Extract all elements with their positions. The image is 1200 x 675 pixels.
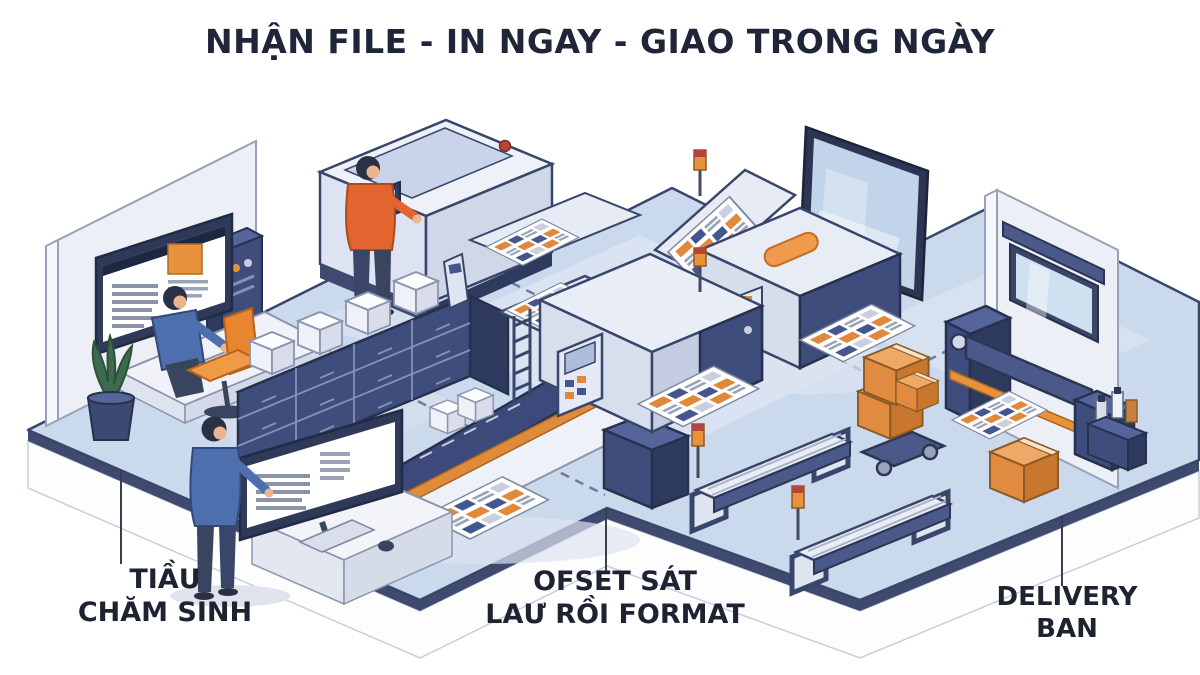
press-ladder [512, 309, 532, 404]
callout-left-line1: TIẦU [129, 564, 201, 595]
callout-design-station: TIẦU CHĂM SINH [40, 564, 290, 630]
callout-center-line2: LAƯ RỒI FORMAT [485, 598, 745, 630]
document-on-screen [112, 243, 208, 328]
callout-center-line1: OFSET SÁT [533, 566, 697, 597]
press-knob [498, 139, 512, 153]
press-console [556, 332, 604, 418]
press-roller [763, 231, 819, 268]
supply-cartons [249, 252, 470, 375]
mouse [378, 540, 394, 552]
callout-offset-area: OFSET SÁT LAƯ RỒI FORMAT [452, 566, 778, 632]
beam-vents [419, 403, 521, 459]
handheld-device [442, 252, 470, 310]
callout-delivery-area: DELIVERY BAN [956, 582, 1178, 645]
potted-plant [86, 332, 136, 441]
standing-operator [189, 416, 274, 600]
window-glass [1016, 253, 1092, 334]
workstation-monitor [238, 408, 404, 547]
callout-right-line1: DELIVERY [996, 582, 1138, 612]
leader-lines [120, 470, 1063, 586]
hand-truck-boxes [857, 343, 948, 477]
press-operator [345, 156, 422, 320]
standing-workstation [170, 408, 455, 607]
callout-left-line2: CHĂM SINH [77, 596, 253, 628]
supplies-bin [1085, 387, 1149, 472]
drawer-cabinet [234, 252, 512, 474]
cardboard-box [989, 437, 1059, 503]
callout-right-line2: BAN [1036, 613, 1098, 644]
page-title: NHẬN FILE - IN NGAY - GIAO TRONG NGÀY [204, 22, 996, 61]
keyboard [298, 519, 376, 553]
window-ledge [1002, 220, 1105, 286]
center-offset-press [496, 247, 766, 434]
